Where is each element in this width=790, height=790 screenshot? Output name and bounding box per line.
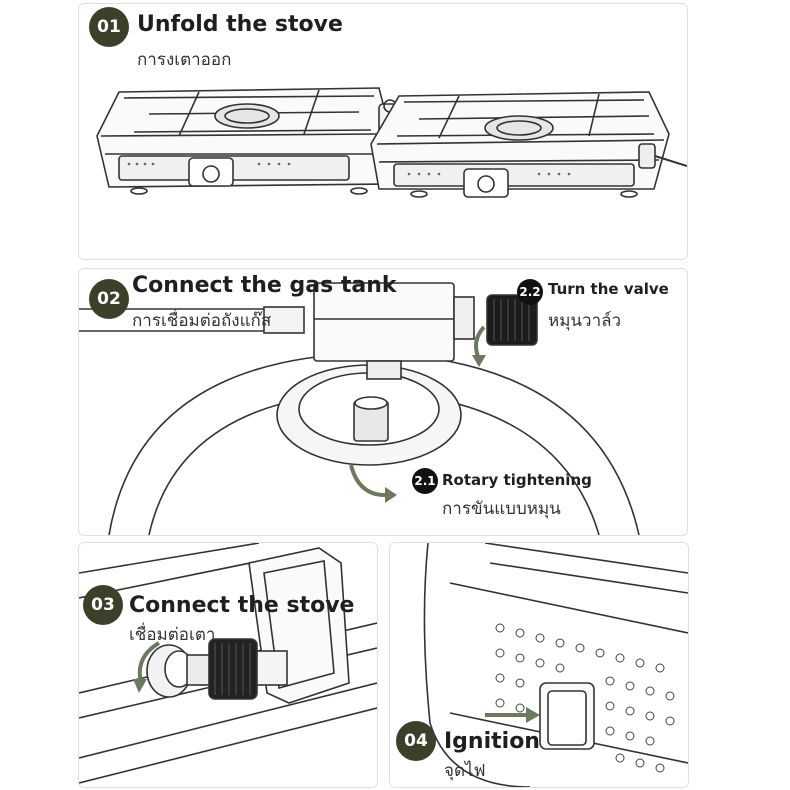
- gas-tank-connection-illustration: [79, 282, 640, 535]
- step-03-subtitle: เชื่อมต่อเตา: [129, 625, 216, 645]
- ignition-illustration: [423, 543, 688, 787]
- stove-connector-illustration: [79, 543, 377, 784]
- step-01-title: Unfold the stove: [137, 12, 343, 37]
- step-03-badge: 03: [83, 585, 123, 625]
- step-2-2-title: Turn the valve: [548, 280, 669, 298]
- step-2-1-subtitle: การขันแบบหมุน: [442, 499, 561, 519]
- step-01-subtitle: การงเตาออก: [137, 50, 232, 70]
- step-02-title: Connect the gas tank: [132, 273, 397, 298]
- rotation-arrow-icon: [133, 679, 147, 693]
- step-04-panel: 04 Ignition จุดไฟ: [389, 542, 689, 788]
- folding-stove-illustration: [96, 87, 687, 198]
- step-2-2-badge: 2.2: [517, 279, 543, 305]
- step-02-panel: 02 Connect the gas tank การเชื่อมต่อถังแ…: [78, 268, 688, 536]
- step-04-badge: 04: [396, 721, 436, 761]
- rotation-arrow-icon: [473, 325, 486, 360]
- step-03-title: Connect the stove: [129, 593, 355, 618]
- rotation-arrow-icon: [472, 355, 486, 367]
- step-02-badge: 02: [89, 279, 129, 319]
- push-arrow-icon: [526, 707, 540, 723]
- rotation-arrow-icon: [385, 487, 397, 503]
- step-2-1-badge: 2.1: [412, 468, 438, 494]
- step-02-subtitle: การเชื่อมต่อถังแก๊ส: [132, 311, 272, 331]
- step-2-2-subtitle: หมุนวาล์ว: [548, 311, 622, 331]
- step-04-title: Ignition: [444, 729, 540, 754]
- rotation-arrow-icon: [349, 464, 390, 498]
- step-2-1-title: Rotary tightening: [442, 471, 592, 489]
- step-04-subtitle: จุดไฟ: [444, 761, 486, 781]
- step-01-badge: 01: [89, 7, 129, 47]
- step-03-panel: 03 Connect the stove เชื่อมต่อเตา: [78, 542, 378, 788]
- step-01-panel: 01 Unfold the stove การงเตาออก: [78, 3, 688, 260]
- rotation-arrow-icon: [137, 641, 161, 684]
